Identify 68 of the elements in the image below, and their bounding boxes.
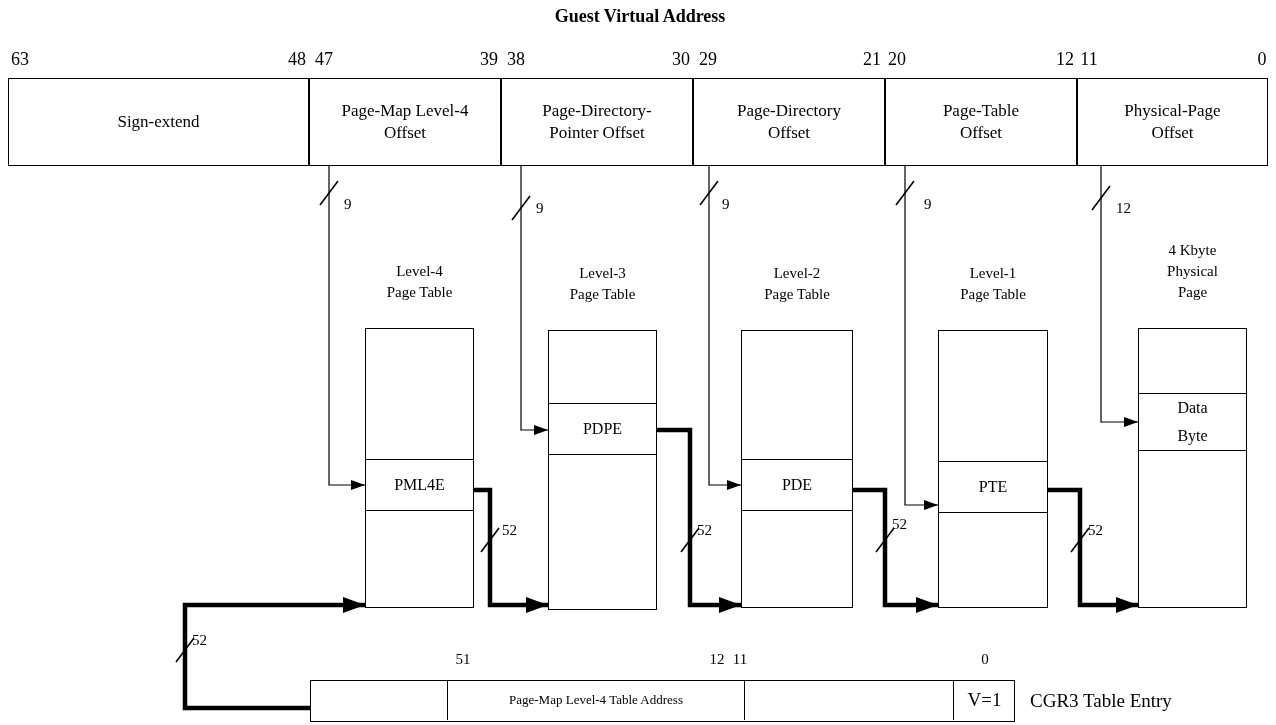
table-entry [1138,393,1247,451]
bit-number: 47 [314,49,334,70]
thick-arrow [182,597,365,711]
bit-number: 39 [479,49,499,70]
arrow [520,165,549,435]
thick-arrow [1048,487,1138,613]
table-heading: Level-4 Page Table [385,262,454,302]
field-name: Physical-Page Offset [1123,100,1222,144]
arrow [904,165,939,510]
edge-label: 52 [502,522,517,539]
address-field [1077,78,1268,166]
field-name: Page-Directory-Pointer Offset [541,100,653,144]
address-field [8,78,309,166]
bit-number: 30 [671,49,691,70]
edge-label: 9 [536,200,544,217]
register-name: CGR3 Table Entry [1030,690,1172,712]
bit-number: 21 [862,49,882,70]
edge-label: 9 [924,196,932,213]
bit-number: 0 [1256,49,1268,70]
bit-number: 51 [454,651,472,668]
entry-label: Page-Map Level-4 Table Address [508,691,684,709]
bit-number: 20 [887,49,907,70]
arrow [1100,165,1139,427]
bit-number: 0 [980,651,990,668]
arrow [708,165,742,490]
thick-arrow [474,487,548,613]
edge-label: 52 [1088,522,1103,539]
table-entry [741,459,853,511]
entry-label: Data Byte [1176,398,1209,447]
entry-label: V=1 [966,689,1003,711]
arrow [328,165,366,490]
address-field [693,78,885,166]
table-heading: Level-1 Page Table [959,264,1027,304]
edge-label: 9 [344,196,352,213]
edge-label: 52 [192,632,207,649]
entry-label: PDE [780,475,814,495]
table-entry [365,459,474,511]
bit-number: 38 [506,49,526,70]
entry-label: PML4E [393,475,446,495]
diagram-title: Guest Virtual Address [553,6,727,27]
table-heading: Level-2 Page Table [763,264,831,304]
field-name: Page-Table Offset [941,100,1021,144]
register-field [447,680,745,720]
address-field [885,78,1077,166]
bit-number: 48 [287,49,307,70]
entry-label: PTE [977,477,1009,497]
table-entry [548,403,657,455]
field-name: Page-Map Level-4 Offset [340,100,470,144]
edge-label: 52 [892,516,907,533]
entry-label: PDPE [581,419,624,439]
thick-arrow [657,427,741,613]
bit-number: 63 [10,49,30,70]
field-name: Sign-extend [116,111,201,133]
field-name: Page-Directory Offset [736,100,842,144]
bit-number: 11 [731,651,749,668]
address-field [501,78,693,166]
thick-arrow [853,487,938,613]
edge-label: 12 [1116,200,1131,217]
bit-number: 29 [698,49,718,70]
bit-number: 12 [1055,49,1075,70]
edge-label: 52 [697,522,712,539]
edge-label: 9 [722,196,730,213]
address-field [309,78,501,166]
table-heading: Level-3 Page Table [568,264,637,304]
bit-number: 12 [708,651,726,668]
bit-number: 11 [1079,49,1099,70]
table-entry [938,461,1048,513]
table-heading: 4 Kbyte Physical Page [1166,241,1219,302]
